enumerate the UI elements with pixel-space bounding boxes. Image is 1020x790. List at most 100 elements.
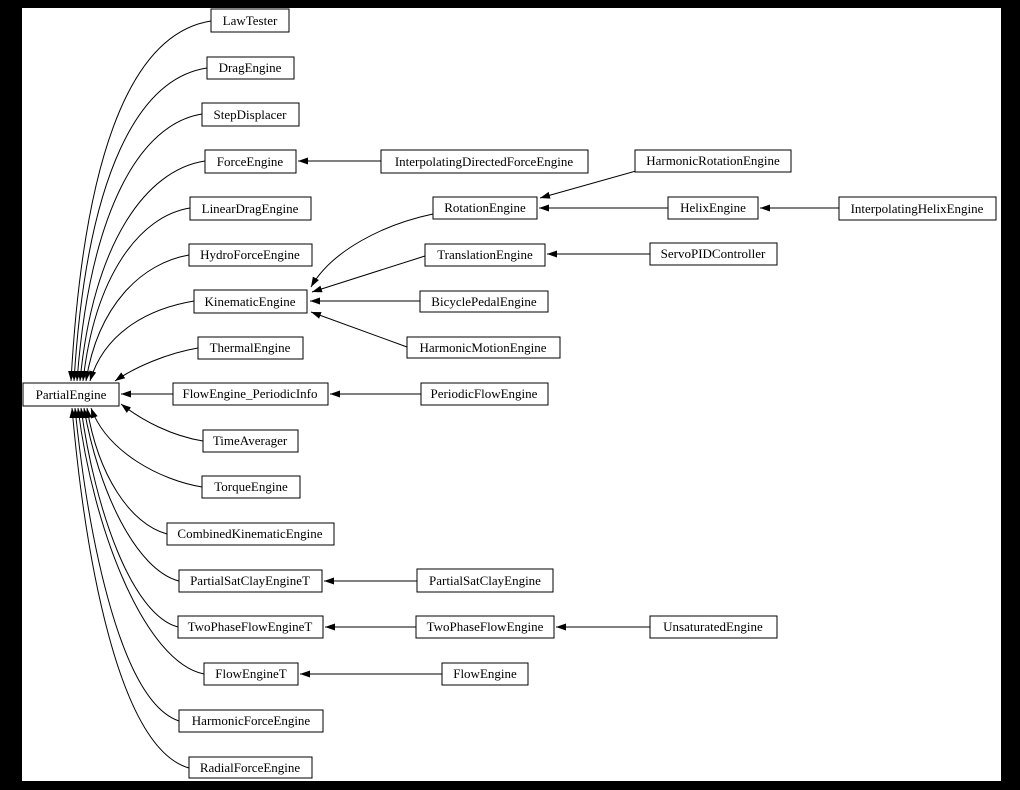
node-box <box>202 429 299 453</box>
node-label: ForceEngine <box>217 154 284 169</box>
edge-torqueengine-to-partialengine <box>90 407 203 488</box>
node-box <box>420 382 549 406</box>
edge-lawtester-to-partialengine <box>68 20 212 382</box>
edge-stepdisplacer-to-partialengine <box>74 113 203 382</box>
node-label: HelixEngine <box>680 200 746 215</box>
node-interpolatingdirectedforceengine[interactable]: InterpolatingDirectedForceEngine <box>380 149 589 174</box>
node-helixengine[interactable]: HelixEngine <box>667 196 759 220</box>
edge-harmonicforceengine-to-partialengine <box>72 407 180 722</box>
node-label: DragEngine <box>219 60 282 75</box>
node-twophaseflowenginet[interactable]: TwoPhaseFlowEngineT <box>177 615 324 639</box>
node-torqueengine[interactable]: TorqueEngine <box>201 475 301 499</box>
node-box <box>197 336 304 360</box>
node-box <box>419 290 549 313</box>
node-box <box>189 196 312 221</box>
node-box <box>178 569 323 593</box>
node-partialengine[interactable]: PartialEngine <box>22 382 120 407</box>
node-unsaturatedengine[interactable]: UnsaturatedEngine <box>649 615 778 639</box>
node-label: ThermalEngine <box>210 340 291 355</box>
node-bicyclepedalengine[interactable]: BicyclePedalEngine <box>419 290 549 313</box>
node-periodicflowengine[interactable]: PeriodicFlowEngine <box>420 382 549 406</box>
node-label: CombinedKinematicEngine <box>177 526 322 541</box>
edge-timeaverager-to-partialengine <box>120 403 204 442</box>
node-partialsatclayenginet[interactable]: PartialSatClayEngineT <box>178 569 323 593</box>
node-lawtester[interactable]: LawTester <box>210 8 290 33</box>
node-harmonicmotionengine[interactable]: HarmonicMotionEngine <box>406 336 561 359</box>
node-kinematicengine[interactable]: KinematicEngine <box>193 289 308 314</box>
node-box <box>188 243 313 267</box>
edge-dragengine-to-partialengine <box>71 67 208 382</box>
edge-kinematicengine-to-partialengine <box>89 300 195 382</box>
node-box <box>649 615 778 639</box>
node-label: KinematicEngine <box>205 294 296 309</box>
node-label: TorqueEngine <box>214 479 288 494</box>
node-partialsatclayengine[interactable]: PartialSatClayEngine <box>416 568 554 593</box>
node-label: RotationEngine <box>444 200 526 215</box>
node-label: ServoPIDController <box>661 246 766 261</box>
node-translationengine[interactable]: TranslationEngine <box>424 243 546 267</box>
node-harmonicrotationengine[interactable]: HarmonicRotationEngine <box>634 149 792 173</box>
node-box <box>441 662 529 686</box>
node-radialforceengine[interactable]: RadialForceEngine <box>188 756 313 779</box>
edge-flowenginet-to-partialengine <box>75 407 205 675</box>
node-label: HydroForceEngine <box>200 247 300 262</box>
node-box <box>416 568 554 593</box>
node-box <box>204 149 297 174</box>
node-hydroforceengine[interactable]: HydroForceEngine <box>188 243 313 267</box>
edge-partialsatclayenginet-to-partialengine <box>82 407 180 582</box>
edge-twophaseflowenginet-to-partialengine <box>78 407 179 628</box>
node-label: PartialEngine <box>36 387 107 402</box>
node-dragengine[interactable]: DragEngine <box>206 56 295 80</box>
node-box <box>415 615 555 639</box>
node-servopidcontroller[interactable]: ServoPIDController <box>649 242 778 266</box>
node-box <box>838 196 997 221</box>
node-label: PeriodicFlowEngine <box>431 386 538 401</box>
node-label: StepDisplacer <box>214 107 288 122</box>
node-box <box>193 289 308 314</box>
node-label: TimeAverager <box>213 433 288 448</box>
node-box <box>203 662 299 686</box>
node-flowengine-periodicinfo[interactable]: FlowEngine_PeriodicInfo <box>172 382 329 406</box>
node-label: FlowEngine_PeriodicInfo <box>182 386 317 401</box>
node-label: PartialSatClayEngineT <box>190 573 310 588</box>
node-label: PartialSatClayEngine <box>429 573 541 588</box>
edge-harmonicrotationengine-to-rotationengine <box>539 170 637 199</box>
node-label: LawTester <box>223 13 278 28</box>
node-label: InterpolatingDirectedForceEngine <box>395 154 574 169</box>
node-timeaverager[interactable]: TimeAverager <box>202 429 299 453</box>
node-flowenginet[interactable]: FlowEngineT <box>203 662 299 686</box>
node-box <box>206 56 295 80</box>
node-box <box>166 522 335 546</box>
node-box <box>667 196 759 220</box>
node-label: LinearDragEngine <box>202 201 299 216</box>
node-label: BicyclePedalEngine <box>431 294 537 309</box>
node-box <box>406 336 561 359</box>
edge-rotationengine-to-kinematicengine <box>310 213 434 288</box>
edge-forceengine-to-partialengine <box>77 160 206 382</box>
node-box <box>380 149 589 174</box>
node-box <box>178 709 324 733</box>
node-label: FlowEngineT <box>215 666 287 681</box>
node-stepdisplacer[interactable]: StepDisplacer <box>201 102 300 127</box>
node-box <box>22 382 120 407</box>
node-thermalengine[interactable]: ThermalEngine <box>197 336 304 360</box>
edge-translationengine-to-kinematicengine <box>311 255 426 293</box>
node-label: TwoPhaseFlowEngine <box>427 619 544 634</box>
node-flowengine[interactable]: FlowEngine <box>441 662 529 686</box>
edge-layer <box>68 20 839 769</box>
node-interpolatinghelixengine[interactable]: InterpolatingHelixEngine <box>838 196 997 221</box>
node-box <box>432 196 538 220</box>
node-label: UnsaturatedEngine <box>663 619 763 634</box>
node-harmonicforceengine[interactable]: HarmonicForceEngine <box>178 709 324 733</box>
edge-thermalengine-to-partialengine <box>114 347 199 382</box>
node-lineardragengine[interactable]: LinearDragEngine <box>189 196 312 221</box>
node-twophaseflowengine[interactable]: TwoPhaseFlowEngine <box>415 615 555 639</box>
node-forceengine[interactable]: ForceEngine <box>204 149 297 174</box>
node-box <box>177 615 324 639</box>
node-rotationengine[interactable]: RotationEngine <box>432 196 538 220</box>
node-label: FlowEngine <box>453 666 517 681</box>
node-combinedkinematicengine[interactable]: CombinedKinematicEngine <box>166 522 335 546</box>
node-box <box>649 242 778 266</box>
node-box <box>634 149 792 173</box>
